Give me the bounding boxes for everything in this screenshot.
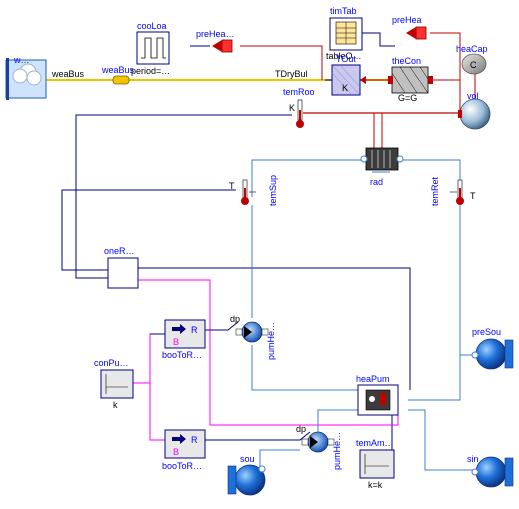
temAm-param: k=k [368, 480, 383, 490]
booToR1-block[interactable]: R B booToR… [162, 319, 206, 360]
arrow-right-icon [172, 324, 186, 334]
weabus-connector[interactable]: weaBus [101, 65, 135, 85]
oneR-block[interactable]: oneR… [104, 246, 139, 289]
timTab-param: tableO… [326, 51, 362, 61]
conPu-param: k [113, 400, 118, 410]
temAm-label: temAm… [356, 438, 394, 448]
weather-data-block[interactable]: w… [5, 55, 47, 100]
temRet-label: temRet [430, 176, 440, 206]
booToR2-label: booToR… [162, 461, 202, 471]
prescribed-heat-flow-icon [415, 26, 427, 40]
pumHe2-dp: dp [296, 424, 306, 434]
conPu-block[interactable]: conPu… k [94, 358, 134, 410]
temRet-block[interactable]: T temRet [430, 176, 476, 206]
temAm-block[interactable]: temAm… k=k [356, 438, 395, 490]
heaCap-symbol: C [470, 60, 477, 70]
temRoo-label: temRoo [283, 87, 315, 97]
preSou-block[interactable]: preSou [471, 327, 514, 370]
pumHe1-block[interactable]: dp pumHe… [230, 314, 276, 360]
sou-label: sou [240, 454, 255, 464]
heaPum-block[interactable]: heaPum [356, 374, 399, 416]
rad-label: rad [370, 177, 383, 187]
pumHe2-label: pumHe… [332, 432, 342, 470]
timTab-label: timTab [330, 6, 357, 16]
temSup-label: temSup [268, 175, 278, 206]
weabus-label: weaBus [51, 69, 85, 79]
preHea1-label: preHea… [196, 29, 235, 39]
rad-block[interactable]: rad [360, 147, 404, 187]
vol-block[interactable]: vol [458, 91, 491, 130]
booToR2-R: R [191, 435, 198, 445]
preHea1-block[interactable]: preHea… [196, 29, 235, 53]
cooLoa-param: period=… [131, 66, 170, 76]
boundary-source-icon [475, 338, 507, 370]
pumHe2-block[interactable]: dp pumHe… [296, 424, 342, 470]
theCon-param: G=G [398, 93, 417, 103]
temRoo-block[interactable]: temRoo K [283, 87, 315, 128]
vol-label: vol [467, 91, 479, 101]
boundary-sink-icon [475, 456, 507, 488]
prescribed-heat-flow-icon [221, 39, 233, 53]
pumHe1-label: pumHe… [266, 322, 276, 360]
thermal-conductor-icon [391, 66, 429, 94]
heaPum-label: heaPum [356, 374, 390, 384]
theCon-block[interactable]: theCon G=G [388, 56, 433, 103]
pulse-icon [141, 37, 166, 59]
mixing-volume-icon [459, 98, 491, 130]
booToR1-label: booToR… [162, 350, 202, 360]
heaCap-label: heaCap [456, 44, 488, 54]
radiator-icon [365, 147, 399, 171]
conPu-label: conPu… [94, 358, 129, 368]
timTab-block[interactable]: timTab tableO… [326, 6, 363, 61]
cooLoa-label: cooLoa [137, 21, 167, 31]
preSou-label: preSou [472, 327, 501, 337]
booToR2-block[interactable]: R B booToR… [162, 429, 206, 471]
sou-block[interactable]: sou [227, 454, 266, 496]
theCon-label: theCon [392, 56, 421, 66]
booToR1-R: R [191, 325, 198, 335]
temRoo-symbol: K [289, 103, 295, 113]
temSup-block[interactable]: T temSup [229, 175, 278, 206]
sin-block[interactable]: sin [467, 454, 514, 488]
pumHe1-dp: dp [230, 314, 240, 324]
weabus-connector-label: weaBus [101, 65, 135, 75]
sin-label: sin [467, 454, 479, 464]
booToR2-B: B [173, 447, 179, 457]
booToR1-B: B [173, 337, 179, 347]
TOut-symbol: K [342, 83, 348, 93]
temRet-symbol: T [470, 191, 476, 201]
heat-capacitor-icon [461, 53, 487, 75]
connections [12, 32, 476, 471]
weather-label: w… [13, 55, 30, 65]
oneR-label: oneR… [104, 246, 135, 256]
TOut-block[interactable]: TOut K [331, 54, 366, 96]
TOut-label: TOut [336, 54, 356, 64]
preHea2-block[interactable]: preHea [392, 15, 427, 40]
preHea2-label: preHea [392, 15, 422, 25]
cooLoa-block[interactable]: cooLoa period=… [131, 21, 170, 76]
TDryBul-label: TDryBul [275, 69, 308, 79]
heaCap-block[interactable]: C heaCap [456, 44, 488, 75]
temSup-symbol: T [229, 181, 235, 191]
arrow-right-icon [172, 434, 186, 444]
